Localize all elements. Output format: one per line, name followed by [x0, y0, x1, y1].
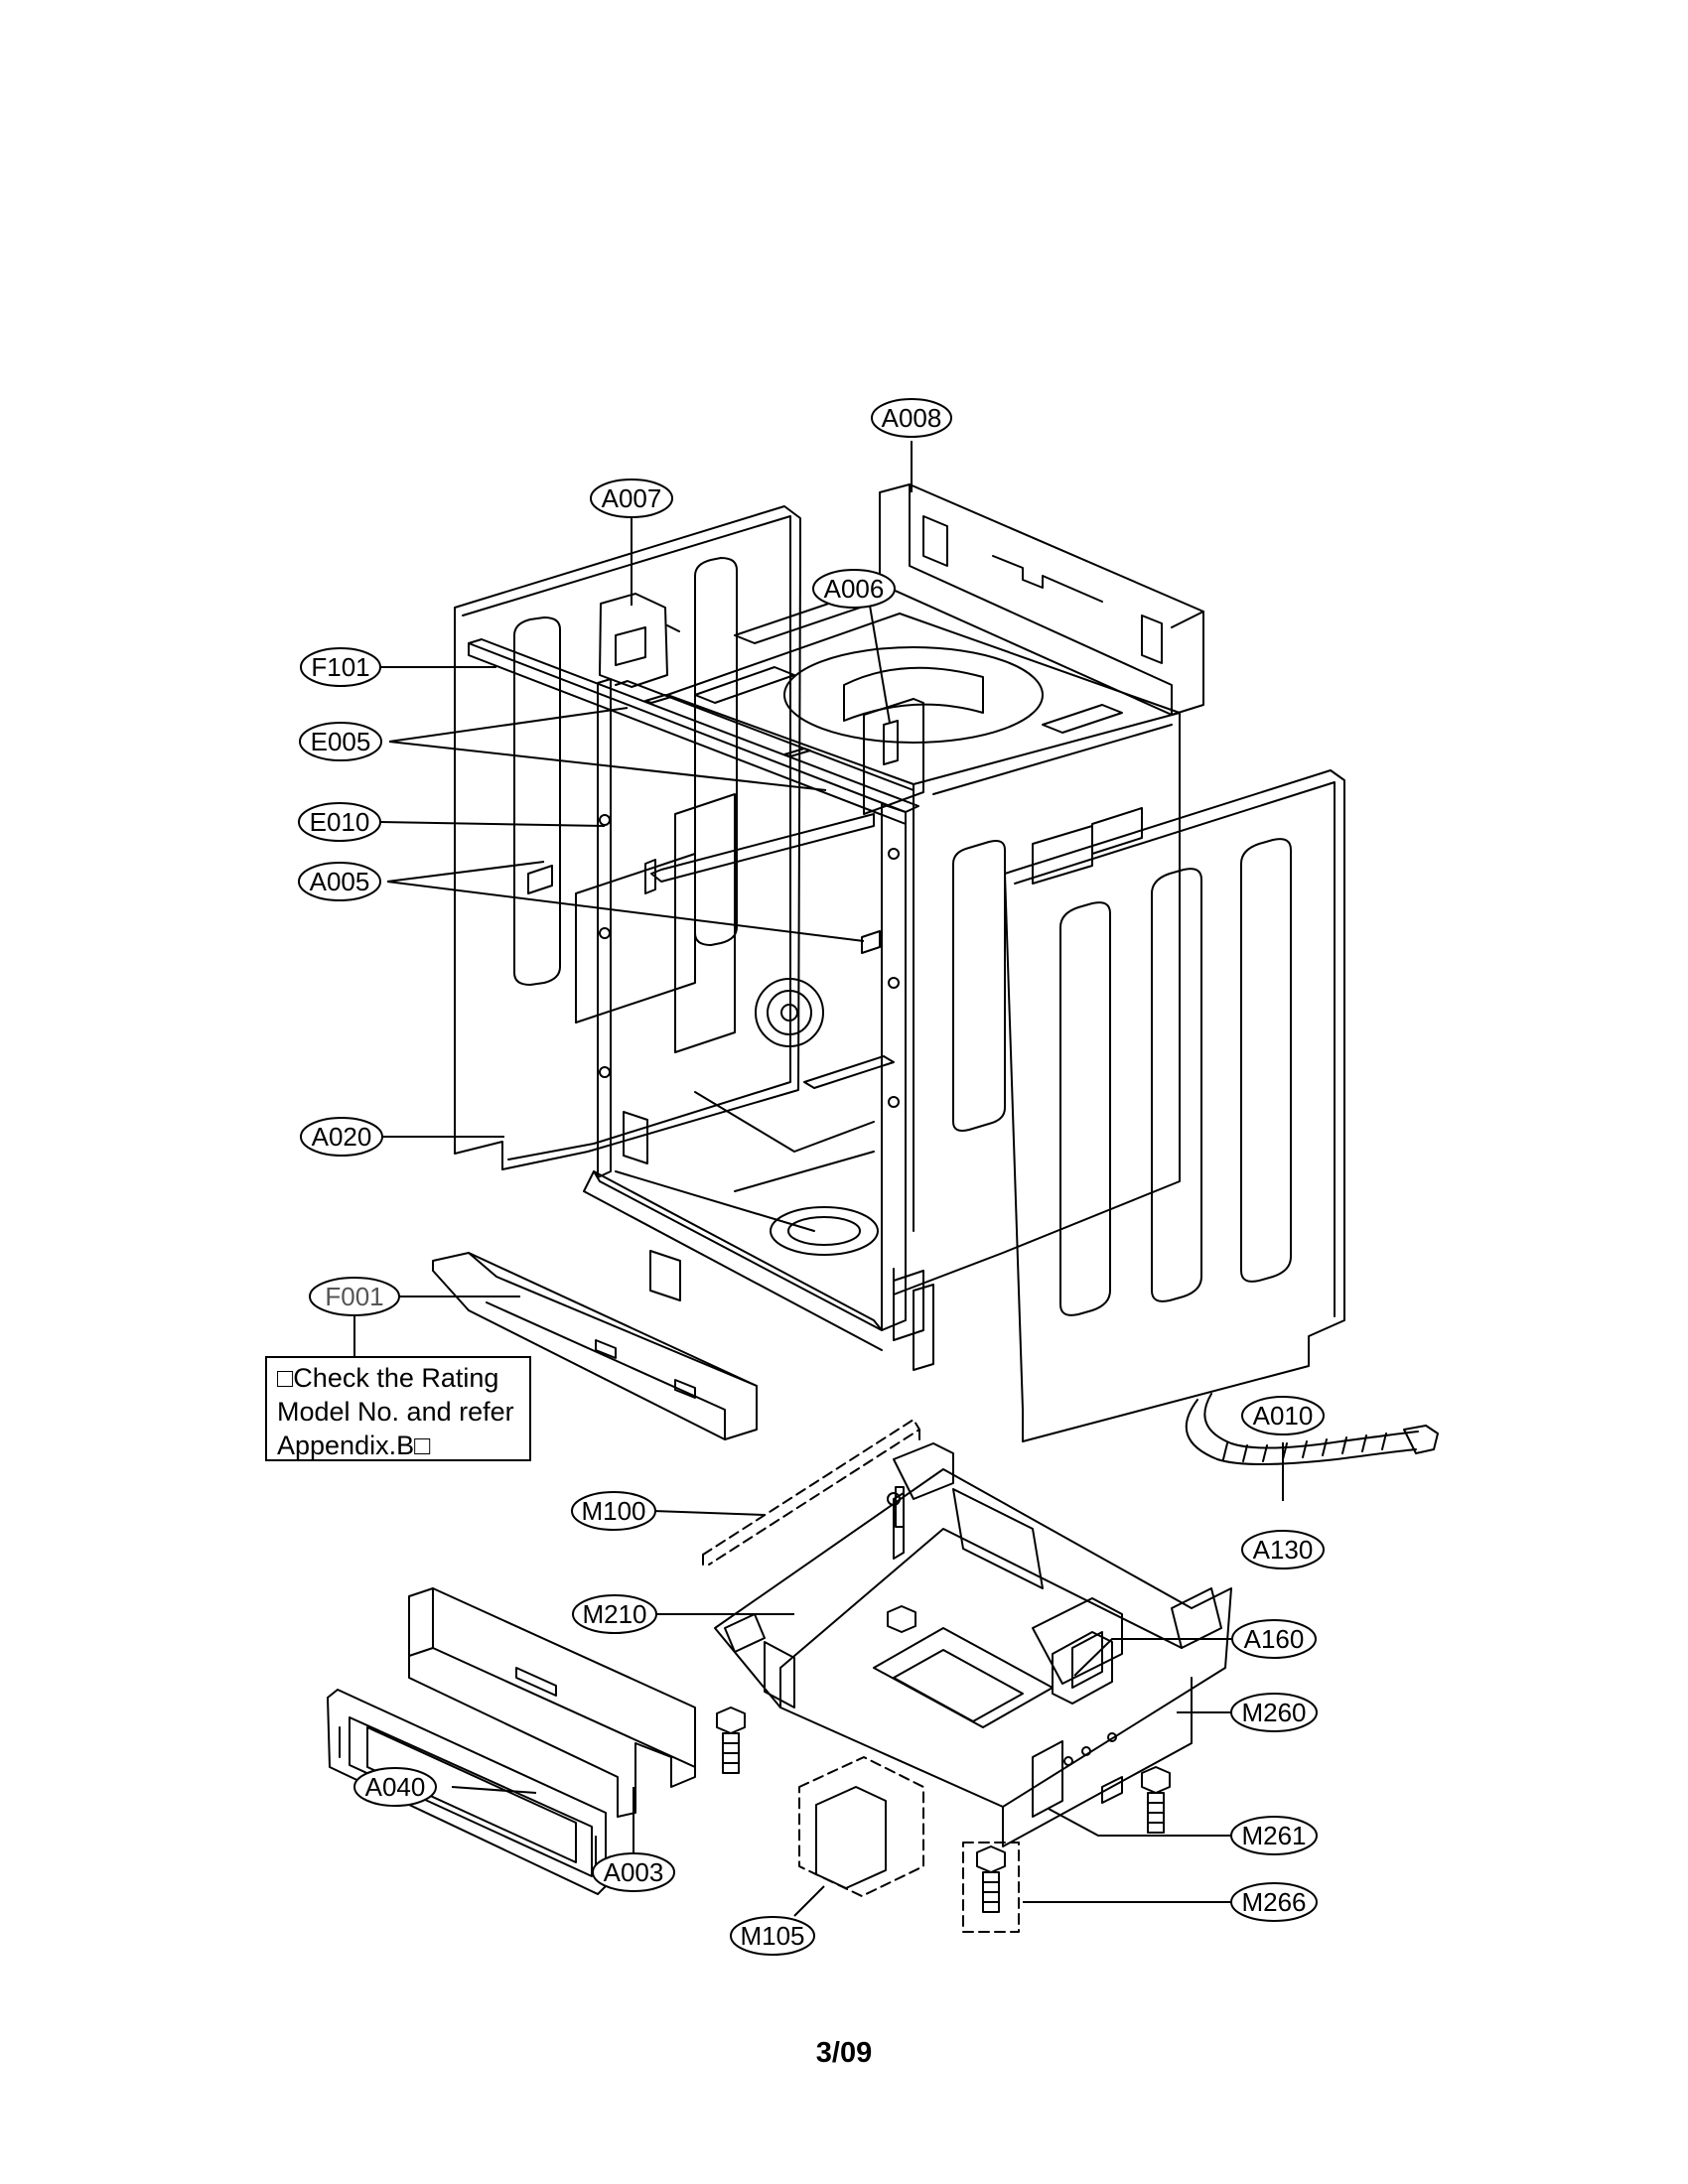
label-a006: A006 — [824, 574, 885, 604]
label-m261: M261 — [1241, 1821, 1306, 1850]
callout-a130: A130 — [1241, 1530, 1325, 1570]
callout-a008: A008 — [871, 398, 952, 438]
callout-e005: E005 — [299, 722, 382, 761]
label-m210: M210 — [582, 1599, 646, 1629]
callout-f001: F001 — [309, 1277, 400, 1316]
label-a020: A020 — [312, 1122, 372, 1152]
callout-a020: A020 — [300, 1117, 383, 1157]
callout-e010: E010 — [298, 802, 381, 842]
page-number: 3/09 — [815, 2037, 873, 2069]
control-module-part — [798, 1756, 924, 1897]
kick-bracket-part — [408, 1587, 696, 1818]
callout-a006: A006 — [812, 569, 896, 609]
top-rear-brace-part — [879, 483, 1204, 716]
base-frame-part — [702, 1419, 1232, 1847]
label-m260: M260 — [1241, 1698, 1306, 1727]
label-a010: A010 — [1253, 1401, 1314, 1431]
callout-a040: A040 — [353, 1767, 437, 1807]
note-line-2: Model No. and refer — [277, 1397, 514, 1427]
small-bracket-part — [599, 593, 680, 688]
callout-a003: A003 — [592, 1852, 675, 1892]
label-a008: A008 — [882, 403, 942, 433]
label-m266: M266 — [1241, 1887, 1306, 1917]
callout-a007: A007 — [590, 478, 673, 518]
label-m105: M105 — [740, 1921, 804, 1951]
label-a003: A003 — [604, 1857, 664, 1887]
callout-m105: M105 — [730, 1916, 815, 1956]
tub-body-part — [615, 591, 1181, 1301]
label-a005: A005 — [310, 867, 370, 896]
rating-note-box: □Check the Rating Model No. and refer Ap… — [265, 1356, 531, 1461]
kick-plate-part — [432, 1252, 758, 1440]
callout-m260: M260 — [1230, 1693, 1318, 1732]
label-m100: M100 — [581, 1496, 645, 1526]
callout-m261: M261 — [1230, 1816, 1318, 1855]
right-side-panel-part — [1004, 769, 1345, 1442]
note-line-3: Appendix.B□ — [277, 1431, 431, 1460]
callout-m266: M266 — [1230, 1882, 1318, 1922]
callout-f101: F101 — [300, 647, 381, 687]
callout-m100: M100 — [571, 1491, 656, 1531]
front-frame-part — [468, 638, 934, 1371]
label-a040: A040 — [365, 1772, 426, 1802]
callout-m210: M210 — [572, 1594, 657, 1634]
label-f001: F001 — [325, 1282, 383, 1311]
label-e010: E010 — [310, 807, 370, 837]
label-f101: F101 — [311, 652, 369, 682]
label-a007: A007 — [602, 483, 662, 513]
left-side-panel-part — [454, 505, 801, 1170]
drain-hose-part — [1185, 1393, 1439, 1465]
note-line-1: □Check the Rating — [277, 1363, 499, 1393]
callout-a005: A005 — [298, 862, 381, 901]
callout-a160: A160 — [1231, 1619, 1317, 1659]
leveling-foot-part — [716, 1605, 1171, 1834]
callout-a010: A010 — [1241, 1396, 1325, 1435]
spare-foot-part — [962, 1842, 1020, 1933]
label-a160: A160 — [1244, 1624, 1305, 1654]
label-a130: A130 — [1253, 1535, 1314, 1565]
label-e005: E005 — [311, 727, 371, 756]
pump-box-part — [1052, 1631, 1113, 1705]
screw-part — [895, 1486, 905, 1528]
